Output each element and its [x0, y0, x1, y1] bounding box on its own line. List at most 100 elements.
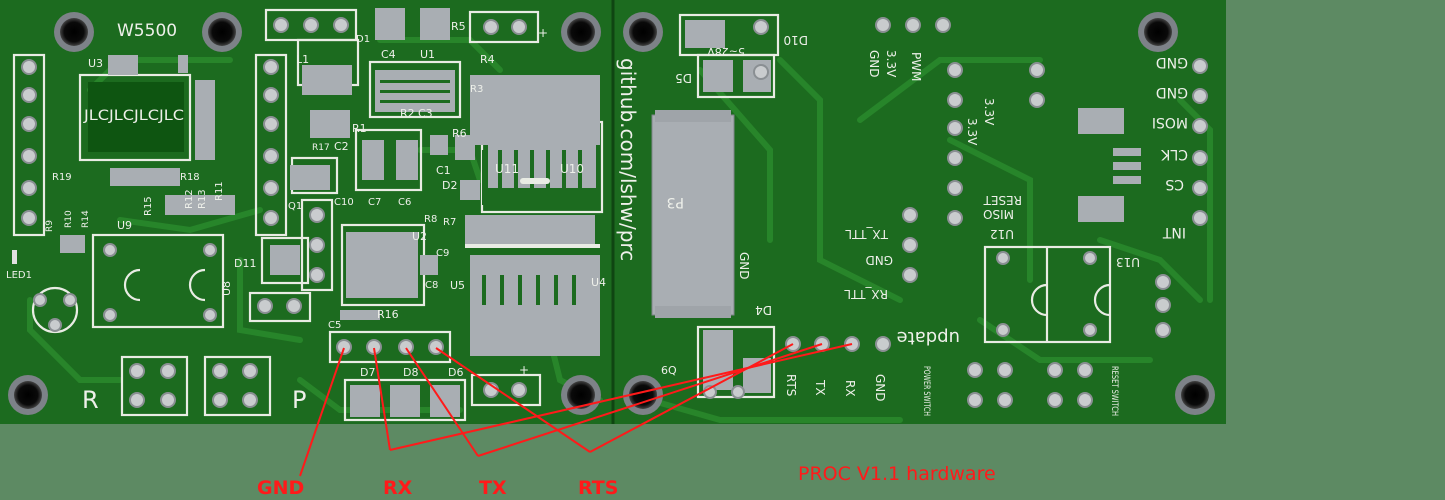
ref-c3: C3	[418, 107, 433, 120]
ref-r6: R6	[452, 127, 467, 140]
ref-r1: R1	[352, 122, 367, 135]
svg-text:+: +	[519, 363, 529, 377]
ref-l1: L1	[296, 53, 309, 66]
ref-r4: R4	[480, 53, 495, 66]
power-switch-label: POWER SWITCH	[921, 366, 931, 416]
ref-r9: R9	[45, 220, 55, 232]
header-label-int: INT	[1162, 224, 1186, 240]
p3-label: P3	[667, 194, 684, 210]
ref-c5: C5	[328, 320, 341, 331]
ref-r17: R17	[312, 143, 330, 153]
ref-u2: U2	[412, 230, 427, 243]
ref-d8: D8	[403, 366, 418, 379]
ref-r12: R12	[184, 189, 195, 209]
mounting-holes	[8, 12, 1215, 415]
left-pins	[21, 17, 527, 408]
pin-label-gnd-mid: GND	[865, 253, 893, 267]
ref-c9: C9	[436, 248, 449, 259]
ref-r5: R5	[451, 20, 466, 33]
bottom-pin-rx: RX	[843, 380, 857, 397]
annotation-rx: RX	[383, 477, 413, 499]
ref-r2: R2	[400, 107, 415, 120]
ref-u3: U3	[88, 57, 103, 70]
ref-u13: U13	[1116, 255, 1140, 269]
ref-r18: R18	[180, 172, 200, 183]
ref-c10: C10	[334, 197, 354, 208]
ref-u1: U1	[420, 48, 435, 61]
annotation-lines	[299, 343, 853, 477]
ref-r7: R7	[443, 217, 456, 228]
ref-u11: U11	[495, 162, 519, 176]
header-label-gnd-2: GND	[1156, 84, 1188, 100]
ref-c1: C1	[436, 164, 451, 177]
pin-label-pwm: PWM	[909, 52, 923, 81]
pin-label-gnd-top: GND	[867, 50, 881, 78]
pin-label-tx-ttl: TX_TTL	[845, 227, 889, 241]
annotation-tx: TX	[479, 477, 507, 499]
ref-d5: D5	[675, 71, 692, 85]
ref-d11: D11	[234, 257, 256, 270]
annotation-rts: RTS	[578, 477, 618, 499]
pin-label-33v-top: 3.3V	[884, 50, 898, 78]
ref-r13: R13	[197, 189, 208, 209]
ref-d2: D2	[442, 179, 457, 192]
ref-d6: D6	[448, 366, 463, 379]
ref-u8: U8	[220, 281, 233, 296]
right-pins	[703, 17, 1208, 408]
right-silkscreen	[651, 13, 1141, 399]
pin-label-rx-ttl: RX_TTL	[844, 287, 888, 301]
ref-u9: U9	[117, 219, 132, 232]
ref-d4: D4	[755, 303, 772, 317]
bottom-pin-gnd: GND	[873, 374, 887, 402]
ref-r10: R10	[64, 210, 74, 228]
github-url: github.com/lshw/prc	[616, 58, 640, 261]
annotations: GND RX TX RTS PROC V1.1 hardware	[257, 463, 996, 499]
r-letter: R	[82, 386, 99, 414]
ref-c7: C7	[368, 197, 381, 208]
ref-c6: C6	[398, 197, 411, 208]
header-label-gnd-1: GND	[1156, 54, 1188, 70]
reset-switch-label: RESET SWITCH	[1109, 366, 1119, 416]
bottom-pin-rts: RTS	[784, 374, 798, 396]
bottom-pin-tx: TX	[813, 379, 827, 396]
header-label-cs: CS	[1165, 176, 1184, 192]
annotation-gnd: GND	[257, 477, 304, 499]
header-label-clk: CLK	[1160, 146, 1188, 162]
ref-c4: C4	[381, 48, 396, 61]
ref-u10: U10	[560, 162, 584, 176]
ref-6q: 6Q	[661, 364, 677, 377]
pin-label-miso: MISO	[983, 207, 1014, 221]
svg-text:+: +	[538, 26, 548, 40]
ref-u4: U4	[591, 276, 606, 289]
ref-r14: R14	[81, 210, 91, 228]
jlc-chip-label: JLCJLCJLCJLC	[83, 108, 184, 124]
p-letter: P	[292, 386, 306, 414]
voltage-label: 5~28V	[707, 45, 745, 58]
ref-c2: C2	[334, 140, 349, 153]
w5500-label: W5500	[117, 21, 177, 41]
ref-d1: D1	[356, 34, 370, 45]
left-board-labels: W5500 JLCJLCJLCJLC U3 L1 D1 C4 U1 R5 R4 …	[6, 20, 606, 414]
ref-r19: R19	[52, 172, 72, 183]
ref-r8: R8	[424, 214, 437, 225]
pin-label-33v-b: 3.3V	[965, 118, 979, 146]
ref-r11: R11	[214, 181, 225, 201]
pin-label-reset: RESET	[983, 193, 1022, 207]
header-label-mosi: MOSI	[1152, 114, 1188, 130]
ref-r15: R15	[143, 196, 154, 216]
ref-r3: R3	[470, 84, 483, 95]
pin-label-33v-a: 3.3V	[982, 98, 996, 126]
ref-q1: Q1	[288, 201, 302, 212]
left-components	[12, 8, 600, 417]
pin-label-update: update	[897, 327, 960, 348]
ref-d10: D10	[783, 33, 808, 47]
ref-c8: C8	[425, 280, 438, 291]
right-board-labels: github.com/lshw/prc P3 D10 5~28V D5 D4 6…	[616, 33, 1188, 416]
ref-u12: U12	[990, 227, 1014, 241]
gnd-side-label: GND	[737, 252, 751, 280]
left-silkscreen	[12, 8, 604, 422]
ref-led1: LED1	[6, 270, 32, 281]
ref-r16: R16	[377, 308, 399, 321]
ref-d7: D7	[360, 366, 375, 379]
